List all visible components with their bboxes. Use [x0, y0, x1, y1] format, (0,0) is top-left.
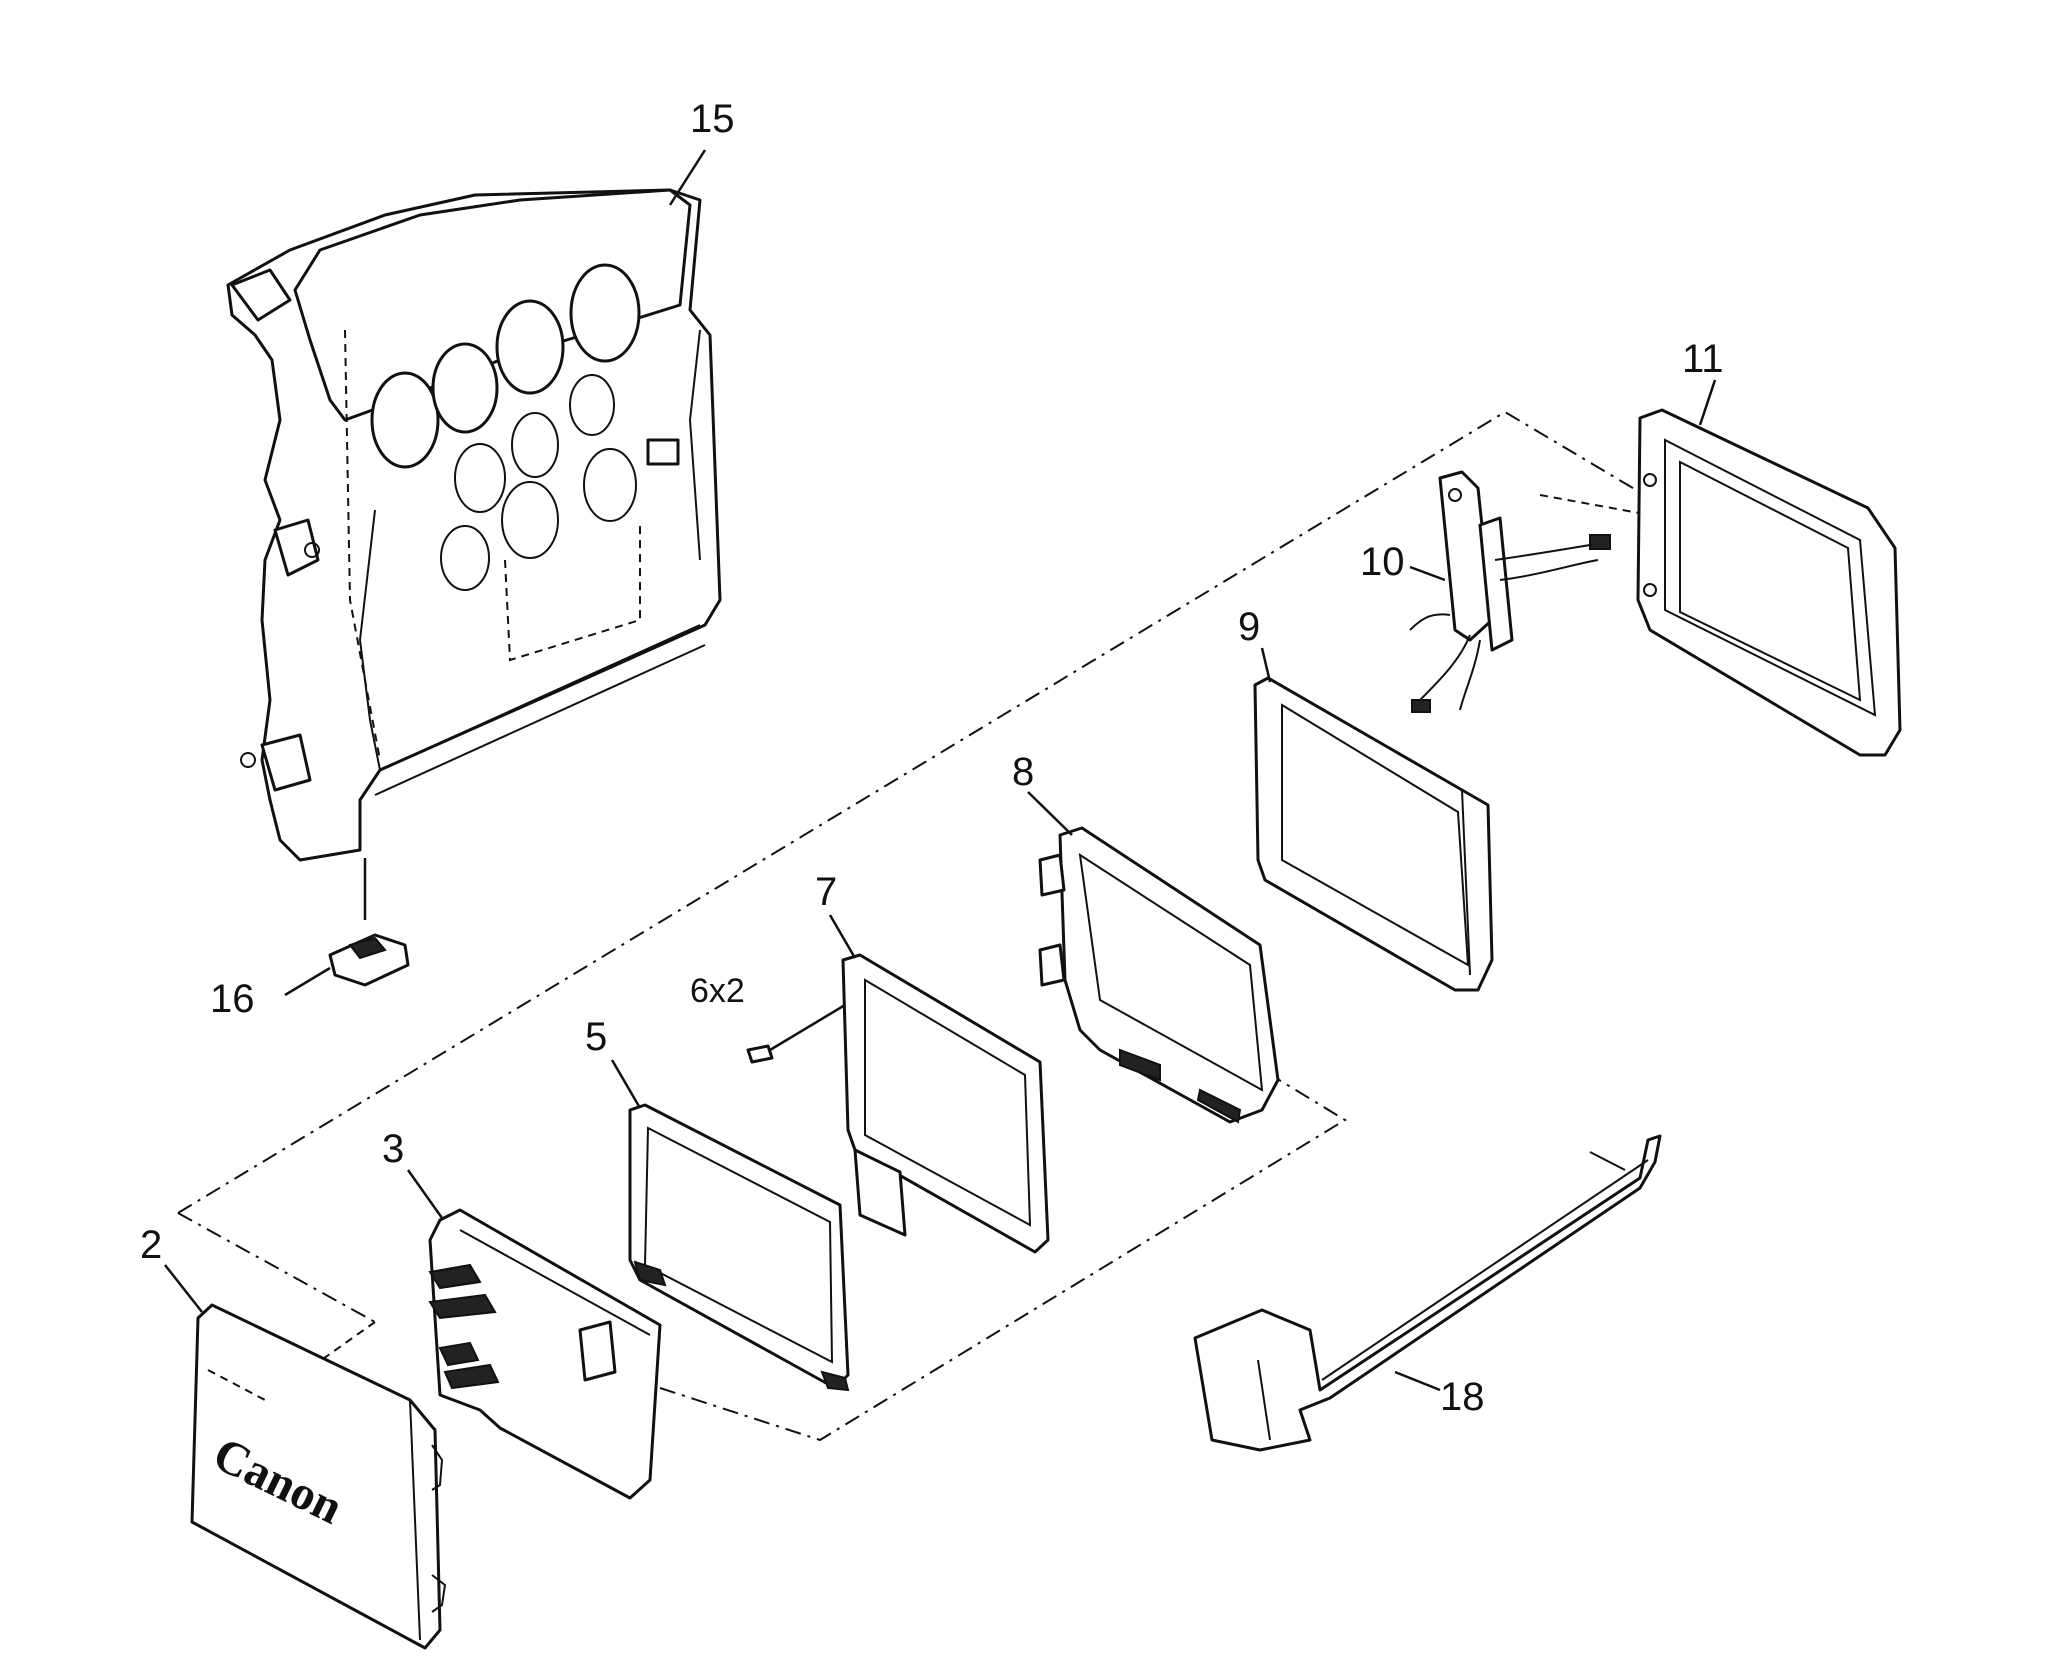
- leader-9: [1260, 647, 1272, 683]
- callout-9: 9: [1238, 605, 1260, 649]
- leader-7: [828, 914, 857, 959]
- part-6-tab: [746, 1044, 774, 1064]
- part-18-lower-trim: [1193, 1134, 1662, 1452]
- callout-3: 3: [382, 1127, 404, 1171]
- part-11-outer-frame: [1636, 408, 1902, 757]
- part-10-hinge-assembly: [1409, 470, 1611, 713]
- part-16-clip: [328, 933, 410, 987]
- callout-2: 2: [140, 1223, 162, 1267]
- callout-8: 8: [1012, 750, 1034, 794]
- callout-6: 6x2: [690, 972, 745, 1010]
- part-2-cover: Canon: [190, 1303, 447, 1650]
- leader-3: [406, 1169, 444, 1219]
- callout-10: 10: [1360, 540, 1405, 584]
- leader-15: [668, 149, 707, 206]
- leader-2: [164, 1264, 203, 1313]
- callout-18: 18: [1440, 1375, 1485, 1419]
- part-7-lcd-panel: [841, 953, 1050, 1254]
- callout-11: 11: [1682, 337, 1724, 381]
- leader-16: [284, 966, 331, 997]
- part-8-lcd-bracket: [1038, 826, 1280, 1124]
- callout-16: 16: [210, 977, 255, 1021]
- leader-18: [1394, 1370, 1441, 1392]
- leader-6: [769, 1000, 851, 1052]
- part-9-back-frame: [1253, 676, 1494, 992]
- leader-11: [1698, 379, 1717, 426]
- callout-5: 5: [585, 1015, 607, 1059]
- leader-8: [1027, 791, 1073, 836]
- part-3-circuit-board: [428, 1208, 662, 1500]
- leader-5: [610, 1059, 642, 1109]
- part-15-main-body: [226, 188, 722, 862]
- callout-7: 7: [815, 870, 837, 914]
- leader-10: [1409, 565, 1446, 582]
- part-5-frame: [628, 1103, 850, 1392]
- callout-15: 15: [690, 97, 735, 141]
